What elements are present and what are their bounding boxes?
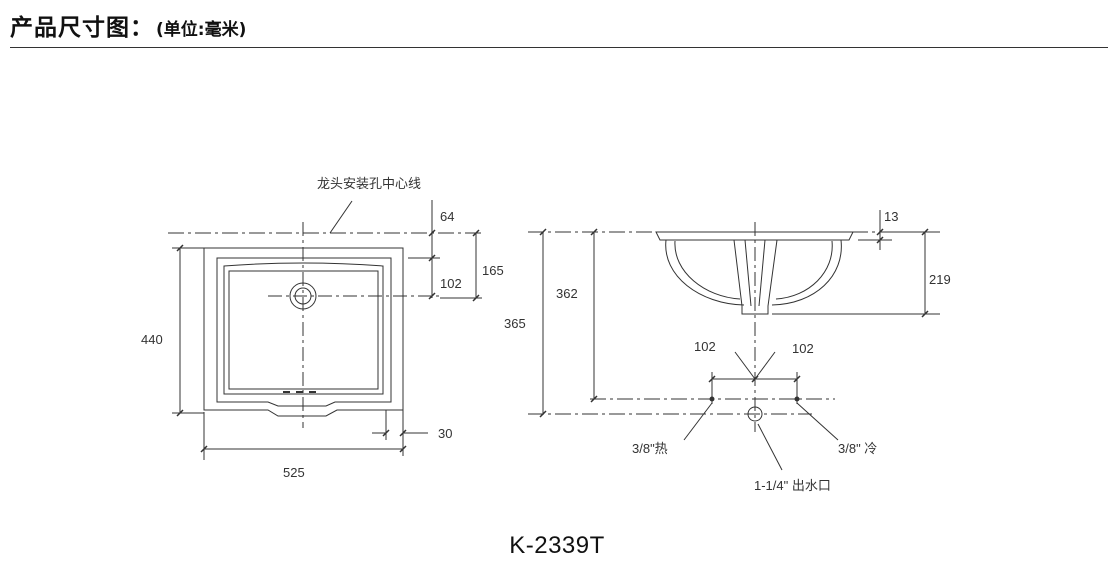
- cold-leader: [796, 402, 839, 441]
- dim-102-label: 102: [440, 276, 462, 291]
- page-title: 产品尺寸图：: [10, 15, 154, 41]
- dim-30-label: 30: [438, 426, 452, 441]
- side-bowl-inner: [674, 240, 833, 300]
- faucet-centerline-label: 龙头安装孔中心线: [317, 176, 421, 191]
- dim-102-left-label: 102: [694, 339, 716, 354]
- dim-219-label: 219: [929, 272, 951, 287]
- model-number: K-2339T: [509, 532, 605, 559]
- header: 产品尺寸图： (单位:毫米): [10, 8, 246, 44]
- hot-supply-point: [709, 396, 715, 402]
- bowl-inner: [228, 270, 379, 390]
- drain-leader: [757, 423, 783, 471]
- dim-525-label: 525: [283, 465, 305, 480]
- side-view: [528, 210, 940, 471]
- dim-165-label: 165: [482, 263, 504, 278]
- hot-leader: [683, 402, 713, 441]
- bowl-outline: [223, 262, 384, 395]
- side-rim: [655, 231, 854, 241]
- side-bowl-outer: [665, 239, 842, 306]
- dim-440-label: 440: [141, 332, 163, 347]
- basin-outer-rim: [203, 247, 404, 417]
- dim-365-label: 365: [504, 316, 526, 331]
- unit-note: (单位:毫米): [156, 20, 247, 40]
- hot-supply-label: 3/8"热: [632, 441, 668, 456]
- basin-inner-rim: [216, 257, 392, 407]
- drain-outlet-label: 1-1/4" 出水口: [754, 478, 831, 493]
- dim-102-right-label: 102: [792, 341, 814, 356]
- side-drain-body: [733, 239, 778, 315]
- top-view: [168, 200, 485, 460]
- dim-13-label: 13: [884, 209, 898, 224]
- dim-362-label: 362: [556, 286, 578, 301]
- dim-64-label: 64: [440, 209, 454, 224]
- drain-outlet: [747, 406, 763, 422]
- cold-supply-point: [794, 396, 800, 402]
- faucet-label-leader: [329, 200, 353, 234]
- header-divider: [10, 47, 1108, 48]
- cold-supply-label: 3/8" 冷: [838, 441, 877, 456]
